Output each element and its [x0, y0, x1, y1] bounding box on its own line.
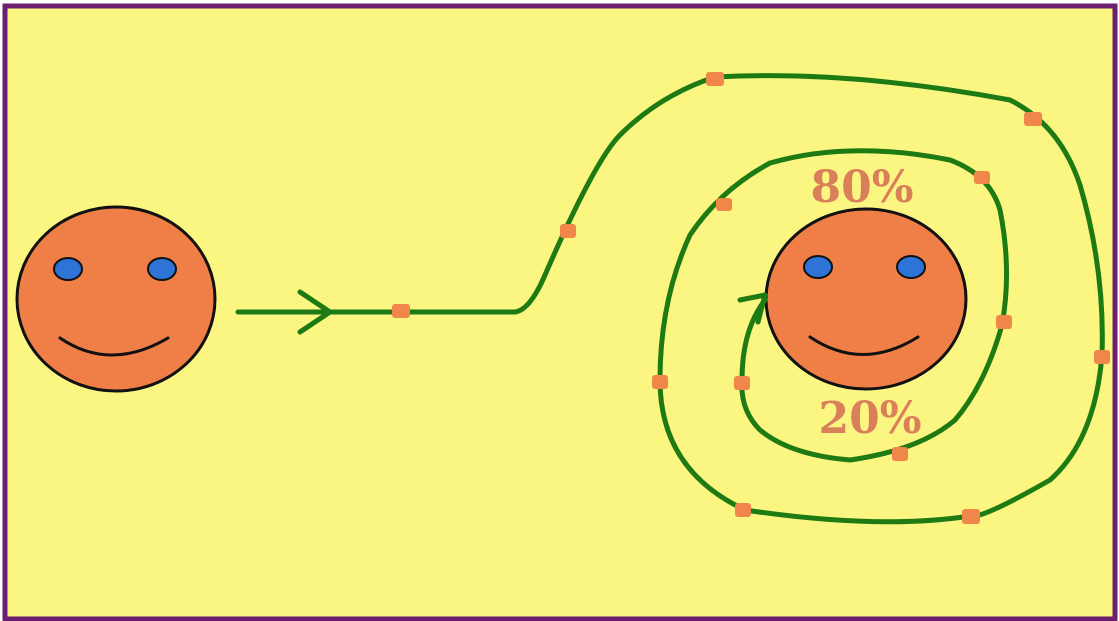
- marker-dot: [1024, 112, 1042, 126]
- right-face-left-eye: [804, 256, 832, 278]
- marker-dot: [392, 304, 410, 318]
- marker-dot: [706, 72, 724, 86]
- marker-dot: [1094, 350, 1110, 364]
- marker-dot: [974, 171, 990, 184]
- left-face-circle: [17, 207, 215, 391]
- marker-dot: [892, 447, 908, 461]
- label-20-percent: 20%: [818, 393, 921, 444]
- right-face-circle: [766, 209, 966, 389]
- left-face-right-eye: [148, 258, 176, 280]
- marker-dot: [996, 315, 1012, 329]
- left-smiley-face-icon: [17, 207, 215, 391]
- marker-dot: [716, 198, 732, 211]
- marker-dot: [735, 503, 751, 517]
- marker-dot: [560, 224, 576, 238]
- marker-dot: [734, 376, 750, 390]
- right-face-right-eye: [897, 256, 925, 278]
- label-80-percent: 80%: [810, 162, 913, 213]
- left-face-left-eye: [54, 258, 82, 280]
- right-smiley-face-icon: [766, 209, 966, 389]
- marker-dot: [962, 509, 980, 524]
- marker-dot: [652, 375, 668, 389]
